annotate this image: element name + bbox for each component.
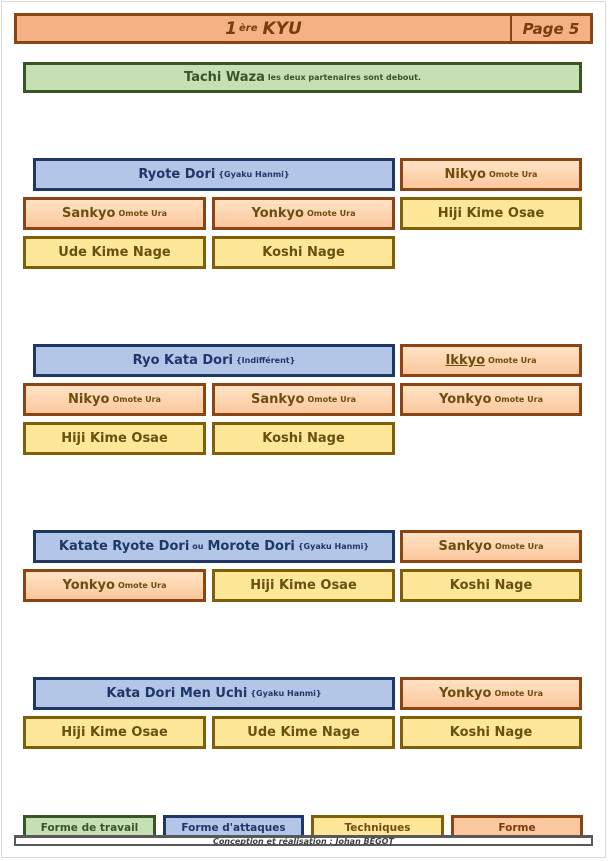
technique-box: Ude Kime Nage [212, 716, 395, 749]
technique-box: Hiji Kime Osae [212, 569, 395, 602]
legend-forme-d-attaques: Forme d'attaques [163, 815, 304, 837]
legend-techniques: Techniques [311, 815, 444, 837]
technique-box: Hiji Kime Osae [23, 422, 206, 455]
legend-forme: Forme [451, 815, 583, 837]
technique-box: Koshi Nage [400, 569, 582, 602]
technique-box: Ude Kime Nage [23, 236, 206, 269]
technique-box: Hiji Kime Osae [400, 197, 582, 230]
technique-box: Hiji Kime Osae [23, 716, 206, 749]
footer-credit: Conception et réalisation : Johan BÉGOT [14, 835, 593, 846]
page-number: Page 5 [522, 19, 580, 38]
attack-ryo-kata-dori: Ryo Kata Dori{Indifférent} [33, 344, 395, 377]
technique-box: Koshi Nage [400, 716, 582, 749]
technique-box: Koshi Nage [212, 422, 395, 455]
attack-ryote-dori: Ryote Dori{Gyaku Hanmi} [33, 158, 395, 191]
attack-kata-dori-men-uchi: Kata Dori Men Uchi{Gyaku Hanmi} [33, 677, 395, 710]
legend-forme-de-travail: Forme de travail [23, 815, 156, 837]
technique-box: Koshi Nage [212, 236, 395, 269]
